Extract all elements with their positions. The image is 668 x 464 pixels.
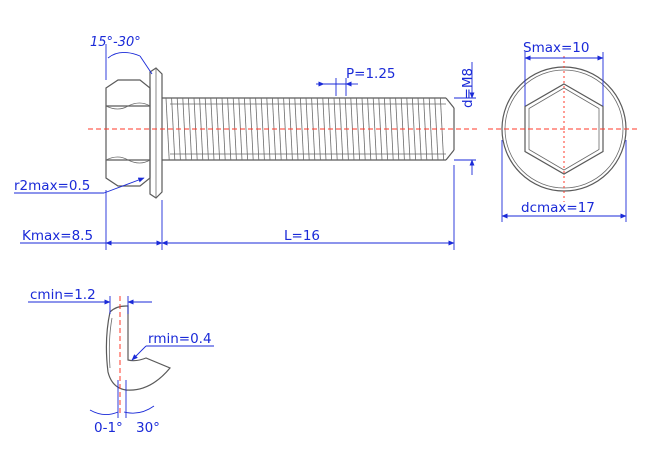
bolt-end-view xyxy=(488,56,640,202)
rmin-dimension: rmin=0.4 xyxy=(131,331,214,361)
thread-line xyxy=(277,97,282,161)
r2max-label: r2max=0.5 xyxy=(14,178,90,194)
thread-line xyxy=(412,97,416,161)
cmin-dimension: cmin=1.2 xyxy=(28,287,152,314)
thread-diameter-label: d=M8 xyxy=(460,68,476,108)
thread-line xyxy=(188,97,192,161)
thread-line xyxy=(395,97,400,161)
length-dimensions: Kmax=8.5 L=16 xyxy=(20,165,455,250)
kmax-label: Kmax=8.5 xyxy=(22,228,93,244)
angle-flange-2-label: 30° xyxy=(136,420,160,436)
dcmax-dimension: dcmax=17 xyxy=(501,140,627,222)
thread-line xyxy=(356,97,360,161)
thread-line xyxy=(333,97,338,161)
hex-outline xyxy=(524,83,604,175)
thread-line xyxy=(300,97,304,161)
smax-label: Smax=10 xyxy=(523,40,589,56)
thread-line xyxy=(339,97,344,161)
pitch-label: P=1.25 xyxy=(346,66,396,82)
angle-head-label: 15°-30° xyxy=(90,35,141,50)
angle-flange-label: 0-1° xyxy=(94,420,123,436)
thread-line xyxy=(221,97,226,161)
head-angle-dimension: 15°-30° xyxy=(90,35,153,80)
rmin-label: rmin=0.4 xyxy=(148,331,212,347)
flange xyxy=(149,67,163,199)
smax-dimension: Smax=10 xyxy=(523,40,604,106)
thread-line xyxy=(260,97,265,161)
thread-line xyxy=(204,97,209,161)
thread-line xyxy=(171,97,176,161)
thread-diameter-dimension: d=M8 xyxy=(454,62,476,175)
thread-line xyxy=(165,97,170,161)
flange-detail xyxy=(105,296,171,414)
thread-line xyxy=(428,97,433,161)
thread-line xyxy=(244,97,248,161)
pitch-dimension: P=1.25 xyxy=(316,66,396,96)
r2max-dimension: r2max=0.5 xyxy=(14,177,145,194)
thread-line xyxy=(372,97,377,161)
hex-head xyxy=(105,79,151,187)
dcmax-label: dcmax=17 xyxy=(521,200,595,216)
cmin-label: cmin=1.2 xyxy=(30,287,96,303)
length-label: L=16 xyxy=(284,228,320,244)
bolt-side-view xyxy=(88,67,480,199)
flange-angle-dimension: 0-1° 30° xyxy=(89,380,160,436)
thread-line xyxy=(389,97,394,161)
thread-line xyxy=(316,97,321,161)
thread-line xyxy=(283,97,288,161)
thread-line xyxy=(227,97,232,161)
